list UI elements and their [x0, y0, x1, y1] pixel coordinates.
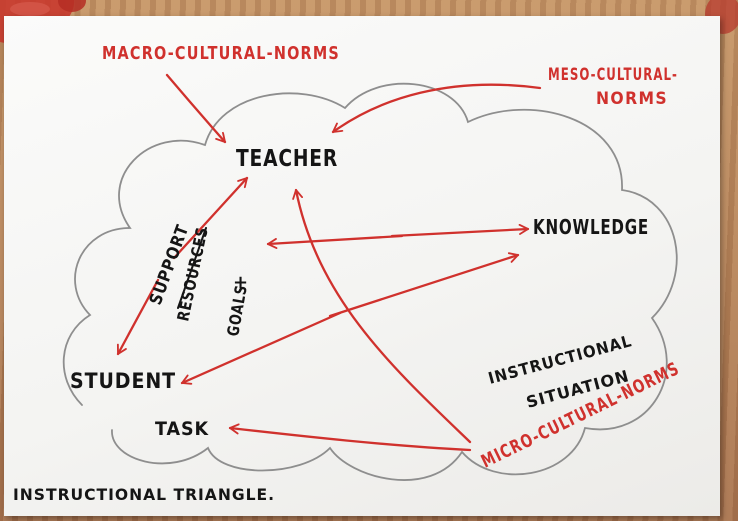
plus-sign: +: [233, 272, 249, 293]
teacher-to-student-arrow-down: [116, 278, 160, 356]
student-knowledge-arrow-up: [328, 252, 520, 318]
meso-cultural-norms-label-line1: MESO-CULTURAL-: [548, 65, 678, 85]
knowledge-label: KNOWLEDGE: [533, 215, 649, 239]
instructional-situation-cloud: [62, 82, 678, 481]
micro-norms-to-task-arrow: [228, 423, 472, 452]
task-label: TASK: [155, 418, 209, 440]
meso-cultural-norms-label-line2: NORMS: [596, 89, 668, 109]
micro-norms-to-teacher-arrow: [292, 188, 472, 444]
teacher-to-student-arrow-up: [172, 176, 249, 260]
macro-cultural-norms-label: MACRO-CULTURAL-NORMS: [102, 43, 340, 64]
paper-sheet: [4, 16, 720, 516]
student-label: STUDENT: [70, 369, 176, 393]
red-paint-smear: [10, 2, 50, 16]
red-paint-drop: [58, 0, 86, 12]
support-underline: [177, 227, 207, 309]
student-knowledge-arrow-down: [180, 311, 342, 385]
goals-label: GOALS: [223, 283, 251, 338]
instructional-triangle-caption: INSTRUCTIONAL TRIANGLE.: [13, 485, 275, 504]
teacher-knowledge-arrow-left: [266, 234, 404, 250]
macro-norms-to-teacher-arrow: [165, 73, 227, 144]
meso-norms-to-teacher-arrow: [331, 83, 542, 134]
teacher-knowledge-arrow-right: [390, 223, 530, 238]
teacher-label: TEACHER: [236, 146, 338, 172]
